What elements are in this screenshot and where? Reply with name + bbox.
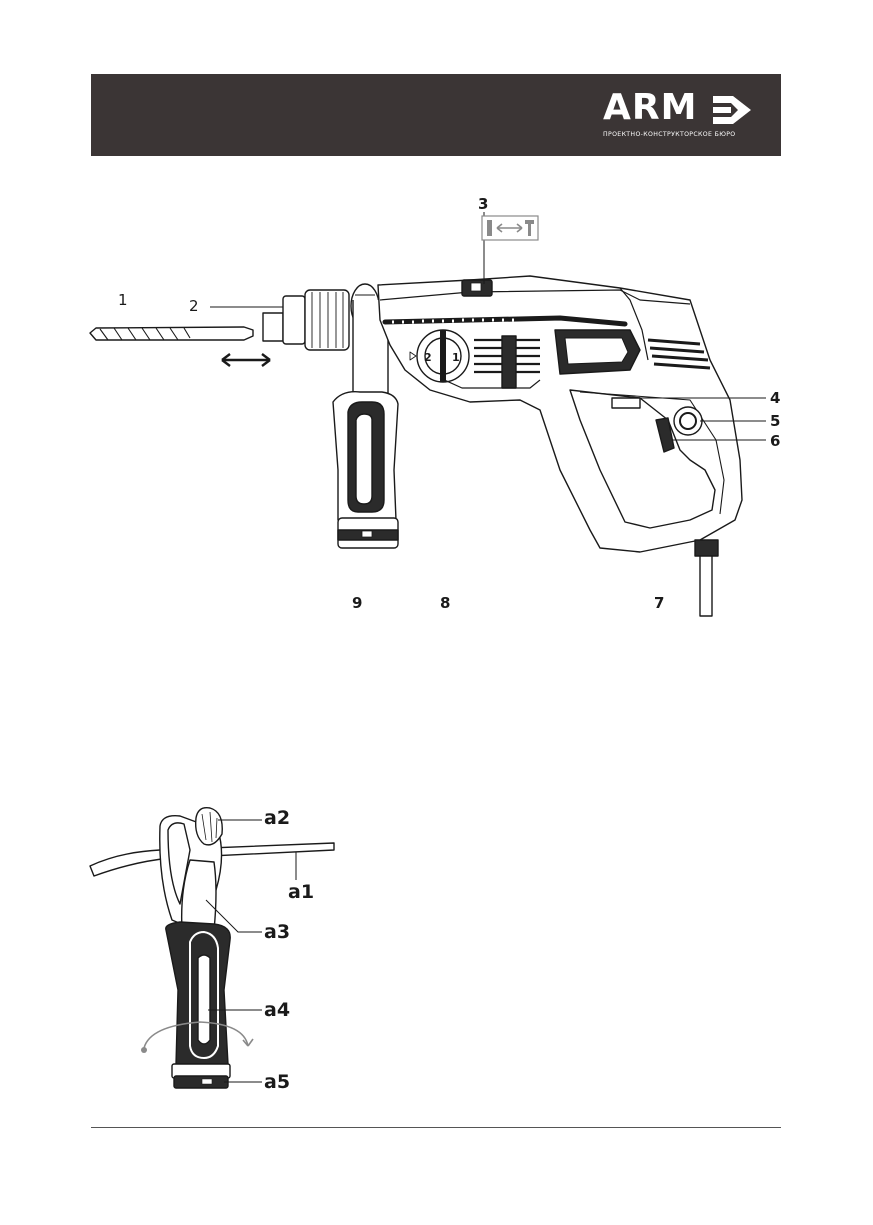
- callout-a4: a4: [264, 999, 291, 1021]
- callout-a5: a5: [264, 1071, 291, 1093]
- callout-2: 2: [189, 297, 199, 315]
- callout-4: 4: [770, 389, 781, 407]
- logo-wordmark: ARM: [603, 87, 698, 128]
- callout-8: 8: [440, 594, 451, 612]
- side-handle-fig1: [332, 300, 399, 549]
- brand-logo: ARM ПРОЕКТНО-КОНСТРУКТОРСКОЕ БЮРО: [603, 87, 763, 142]
- callout-a1: a1: [288, 881, 315, 903]
- header-bar: [91, 74, 781, 156]
- logo-subtitle: ПРОЕКТНО-КОНСТРУКТОРСКОЕ БЮРО: [603, 131, 736, 138]
- callout-1: 1: [118, 291, 128, 309]
- callout-a2: a2: [264, 807, 291, 829]
- logo-arrow-icon: [713, 96, 751, 124]
- aux-handle-figure: [89, 807, 335, 1089]
- dial-mark-1: 1: [452, 351, 460, 364]
- callout-5: 5: [770, 412, 781, 430]
- drill-chuck: [262, 283, 380, 351]
- callout-3: 3: [478, 195, 489, 213]
- callout-a3: a3: [264, 921, 291, 943]
- callout-6: 6: [770, 432, 781, 450]
- callout-7: 7: [654, 594, 665, 612]
- callout-9: 9: [352, 594, 363, 612]
- footer-divider: [91, 1127, 781, 1128]
- drill-bit: [89, 326, 254, 341]
- dial-mark-2: 2: [424, 351, 432, 364]
- mode-indicator-icon: [481, 215, 539, 241]
- drill-body: [377, 275, 743, 617]
